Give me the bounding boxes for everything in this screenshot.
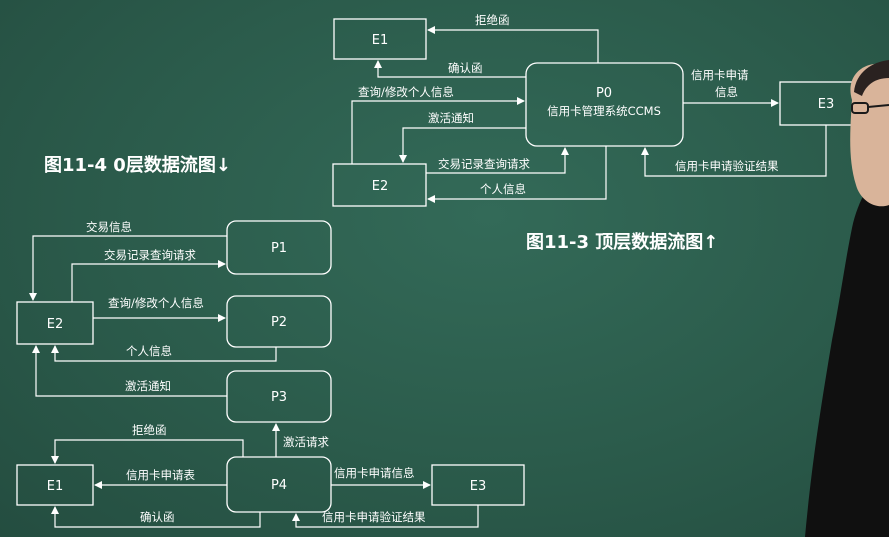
- top-level-caption: 图11-3 顶层数据流图↑: [526, 232, 719, 253]
- l0-p2-label: P2: [271, 315, 287, 330]
- flow-l0-apply-form-label: 信用卡申请表: [126, 468, 195, 482]
- flow-top-query-modify-label: 查询/修改个人信息: [358, 85, 454, 99]
- flow-l0-personal-info: [51, 345, 277, 362]
- l0-p4-label: P4: [271, 478, 287, 493]
- flow-l0-reject: [51, 439, 244, 464]
- flow-top-personal-info-label: 个人信息: [480, 182, 526, 196]
- top-e1-label: E1: [372, 33, 389, 48]
- l0-p1-label: P1: [271, 241, 287, 256]
- flow-l0-personal-info-label: 个人信息: [126, 344, 172, 358]
- top-node-e2: [332, 163, 427, 207]
- flow-top-reject: [427, 26, 599, 63]
- flow-l0-query-modify-label: 查询/修改个人信息: [108, 296, 204, 310]
- flow-top-verify: [641, 125, 827, 177]
- top-e2-label: E2: [372, 179, 389, 194]
- flow-top-apply-label-2: 信息: [715, 85, 738, 99]
- flow-l0-txn-query-label: 交易记录查询请求: [104, 248, 196, 262]
- flow-l0-reject-label: 拒绝函: [132, 423, 167, 437]
- l0-node-e2: [16, 301, 94, 345]
- flow-l0-activate: [32, 345, 227, 397]
- flow-top-reject-label: 拒绝函: [475, 13, 510, 27]
- flow-l0-activate-label: 激活通知: [125, 379, 171, 393]
- l0-node-p1: [226, 220, 332, 275]
- top-node-e1: [333, 18, 427, 60]
- flow-top-txn-query: [426, 147, 569, 174]
- flow-top-confirm-label: 确认函: [448, 61, 483, 75]
- top-level-dfd: E1 E2 E3 P0 信用卡管理系统CCMS 拒绝函 确认函 查询/修改个人信…: [332, 13, 874, 207]
- flow-l0-txn-query: [71, 260, 226, 302]
- flow-top-query-modify: [351, 97, 525, 164]
- flow-top-activate-label: 激活通知: [428, 111, 474, 125]
- top-p0-name: 信用卡管理系统CCMS: [547, 104, 661, 118]
- top-node-p0: [525, 62, 684, 147]
- flow-l0-verify-label: 信用卡申请验证结果: [322, 510, 426, 524]
- l0-node-e1: [16, 464, 94, 506]
- flow-top-apply-label-1: 信用卡申请: [691, 68, 749, 82]
- flow-l0-confirm: [51, 506, 261, 528]
- flow-top-activate: [399, 127, 526, 163]
- flow-l0-txn-info: [29, 235, 227, 301]
- flow-top-txn-query-label: 交易记录查询请求: [438, 157, 530, 171]
- level0-dfd: P1 P2 P3 P4 E2 E1 E3 交易信息 交易记录查询请求 查询/修改…: [16, 220, 525, 528]
- flow-top-personal-info: [427, 146, 607, 203]
- flow-l0-apply-info-label: 信用卡申请信息: [334, 466, 415, 480]
- flow-top-verify-label: 信用卡申请验证结果: [675, 159, 779, 173]
- l0-e1-label: E1: [47, 479, 64, 494]
- l0-e3-label: E3: [470, 479, 487, 494]
- l0-p3-label: P3: [271, 390, 287, 405]
- flow-top-confirm: [374, 60, 526, 78]
- l0-e2-label: E2: [47, 317, 64, 332]
- level0-caption: 图11-4 0层数据流图↓: [44, 155, 231, 176]
- flow-l0-txn-info-label: 交易信息: [86, 220, 132, 234]
- flow-l0-activate-req-label: 激活请求: [283, 435, 329, 449]
- flow-l0-verify: [292, 505, 479, 528]
- top-e3-label: E3: [818, 97, 835, 112]
- l0-node-p2: [226, 295, 332, 348]
- top-p0-id: P0: [596, 86, 612, 101]
- flow-l0-confirm-label: 确认函: [140, 510, 175, 524]
